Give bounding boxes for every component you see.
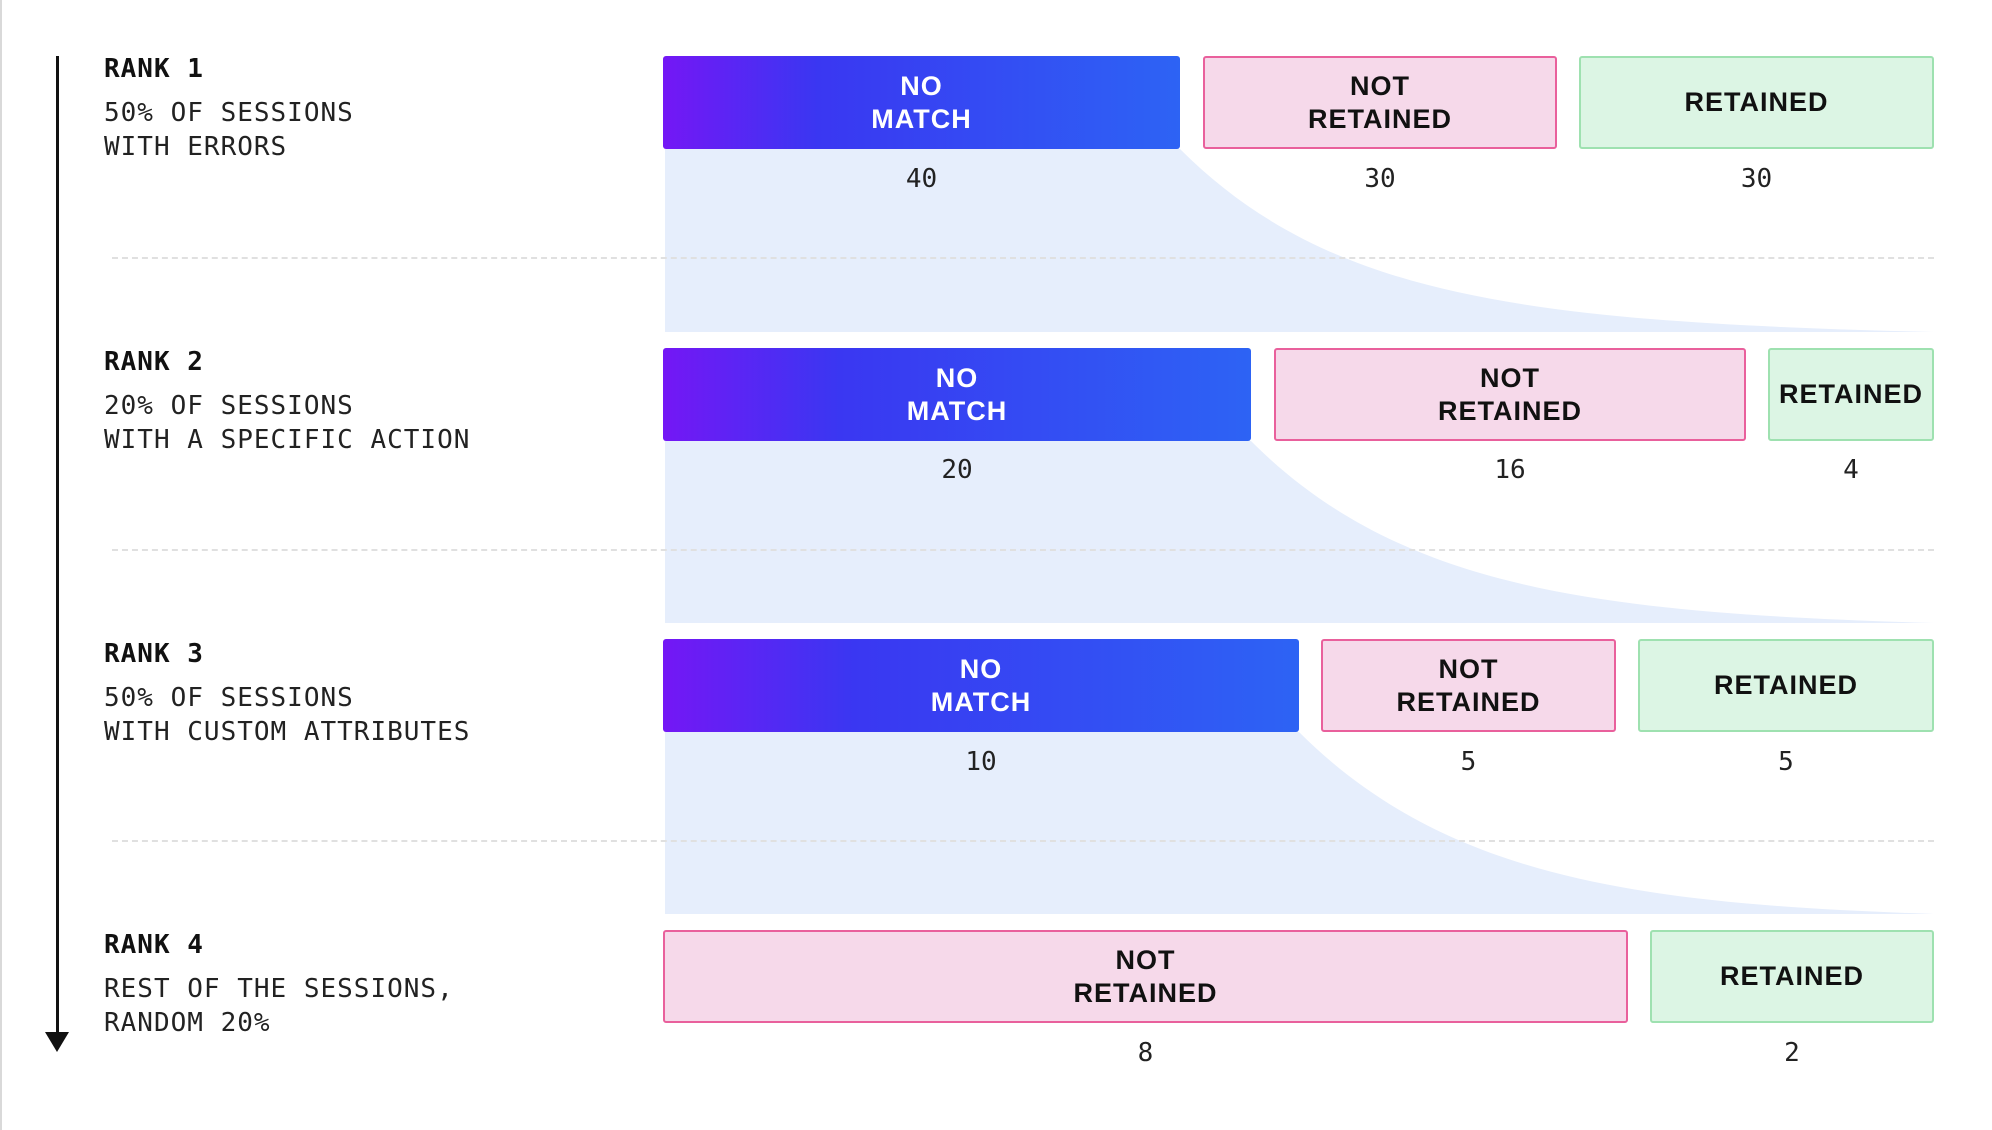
rank-3-title: RANK 3 — [104, 639, 204, 669]
rank-divider — [112, 549, 1934, 551]
rank-order-arrow — [56, 56, 59, 1036]
rank-4-retained-segment: RETAINED — [1650, 930, 1934, 1023]
rank-3-retained-segment: RETAINED — [1638, 639, 1934, 732]
rank-divider — [112, 257, 1934, 259]
rank-2-description: 20% OF SESSIONS WITH A SPECIFIC ACTION — [104, 389, 470, 457]
rank-3-desc-line: 50% OF SESSIONS — [104, 683, 354, 713]
rank-4-description: REST OF THE SESSIONS, RANDOM 20% — [104, 972, 454, 1040]
rank-3-no-match-count: 10 — [965, 747, 997, 777]
funnel-connector-1 — [665, 149, 1934, 332]
rank-3-description: 50% OF SESSIONS WITH CUSTOM ATTRIBUTES — [104, 681, 470, 749]
rank-1-desc-line: WITH ERRORS — [104, 132, 288, 162]
rank-3-no-match-segment: NO MATCH — [663, 639, 1299, 732]
rank-2-no-match-count: 20 — [941, 455, 973, 485]
rank-3-not-retained-count: 5 — [1460, 747, 1477, 777]
rank-4-not-retained-segment: NOT RETAINED — [663, 930, 1628, 1023]
rank-2-title: RANK 2 — [104, 347, 204, 377]
rank-1-description: 50% OF SESSIONS WITH ERRORS — [104, 96, 354, 164]
rank-2-not-retained-count: 16 — [1494, 455, 1526, 485]
rank-3-not-retained-segment: NOT RETAINED — [1321, 639, 1616, 732]
rank-1-desc-line: 50% OF SESSIONS — [104, 98, 354, 128]
rank-2-retained-segment: RETAINED — [1768, 348, 1934, 441]
rank-2-desc-line: 20% OF SESSIONS — [104, 391, 354, 421]
rank-1-retained-count: 30 — [1740, 164, 1773, 194]
rank-1-not-retained-segment: NOT RETAINED — [1203, 56, 1557, 149]
rank-3-retained-count: 5 — [1778, 747, 1794, 777]
funnel-connector-3 — [665, 732, 1934, 914]
rank-1-no-match-count: 40 — [905, 164, 938, 194]
rank-4-title: RANK 4 — [104, 930, 204, 960]
rank-3-desc-line: WITH CUSTOM ATTRIBUTES — [104, 717, 471, 747]
rank-1-retained-segment: RETAINED — [1579, 56, 1934, 149]
rank-divider — [112, 840, 1934, 842]
rank-4-desc-line: REST OF THE SESSIONS, — [104, 974, 454, 1004]
rank-1-title: RANK 1 — [104, 54, 204, 84]
rank-4-desc-line: RANDOM 20% — [104, 1008, 271, 1038]
rank-1-no-match-segment: NO MATCH — [663, 56, 1180, 149]
arrow-down-icon — [45, 1032, 69, 1052]
rank-4-retained-count: 2 — [1784, 1038, 1800, 1068]
frame-border — [0, 0, 2, 1130]
rank-2-no-match-segment: NO MATCH — [663, 348, 1251, 441]
rank-2-not-retained-segment: NOT RETAINED — [1274, 348, 1746, 441]
rank-2-retained-count: 4 — [1843, 455, 1859, 485]
rank-2-desc-line: WITH A SPECIFIC ACTION — [104, 425, 471, 455]
funnel-connector-2 — [665, 441, 1934, 623]
rank-4-not-retained-count: 8 — [1137, 1038, 1154, 1068]
rank-1-not-retained-count: 30 — [1364, 164, 1396, 194]
